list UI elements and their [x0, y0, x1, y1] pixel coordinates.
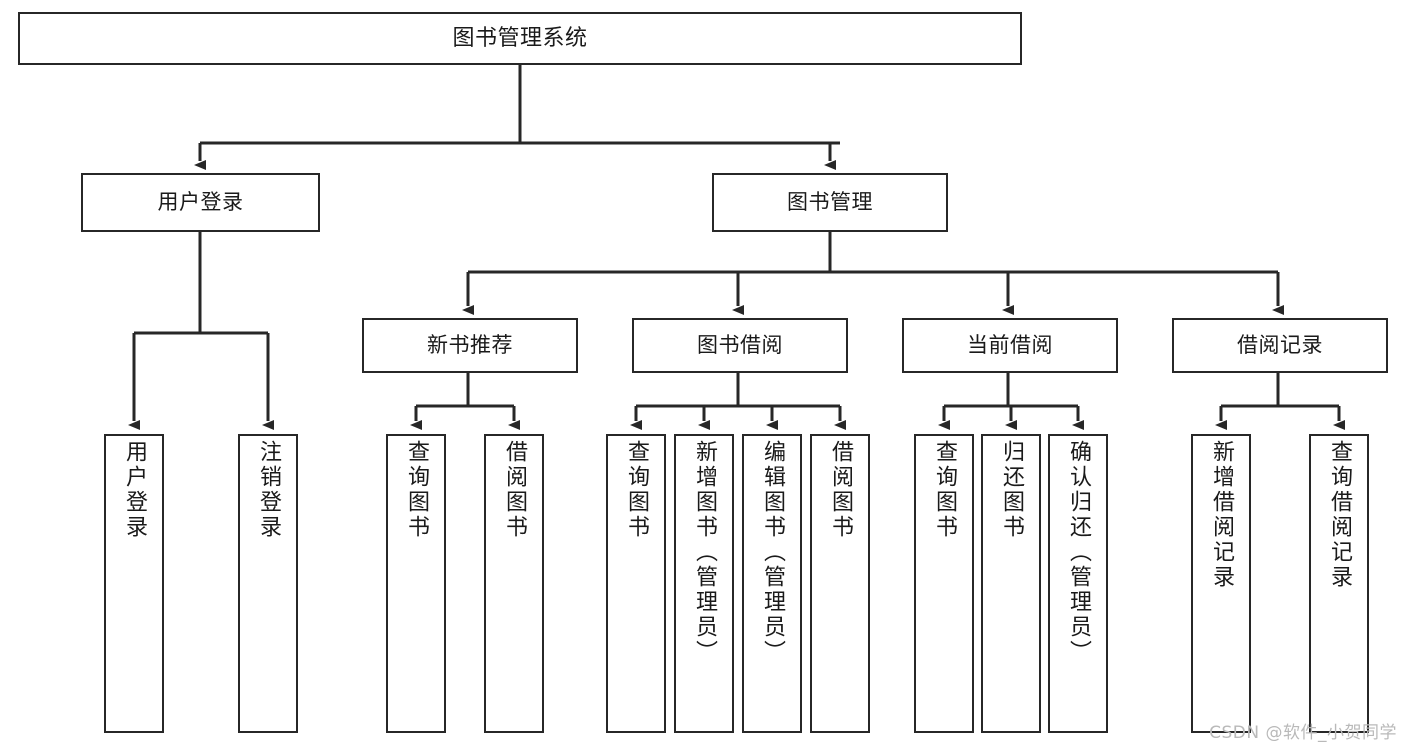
leaf-borrow-query-book[interactable]: 查询图书 [606, 434, 666, 733]
leaf-user-login[interactable]: 用户登录 [104, 434, 164, 733]
node-label: 新书推荐 [427, 333, 513, 358]
node-label: 归还图书 [999, 440, 1024, 540]
node-label: 确认归还（管理员） [1066, 440, 1091, 665]
node-label: 借阅图书 [828, 440, 853, 540]
leaf-recommend-query-book[interactable]: 查询图书 [386, 434, 446, 733]
node-book-management[interactable]: 图书管理 [712, 173, 948, 232]
node-label: 当前借阅 [967, 333, 1053, 358]
node-label: 图书管理 [787, 190, 873, 215]
node-label: 用户登录 [157, 190, 244, 215]
node-label: 注销登录 [256, 440, 281, 540]
leaf-borrow-borrow-book[interactable]: 借阅图书 [810, 434, 870, 733]
node-label: 图书借阅 [697, 333, 783, 358]
leaf-borrow-add-book-admin[interactable]: 新增图书（管理员） [674, 434, 734, 733]
node-root-system[interactable]: 图书管理系统 [18, 12, 1022, 65]
leaf-current-confirm-return-admin[interactable]: 确认归还（管理员） [1048, 434, 1108, 733]
node-label: 新增图书（管理员） [692, 440, 717, 665]
node-new-book-recommend[interactable]: 新书推荐 [362, 318, 578, 373]
node-book-borrow[interactable]: 图书借阅 [632, 318, 848, 373]
node-label: 查询图书 [932, 440, 957, 540]
node-label: 编辑图书（管理员） [760, 440, 785, 665]
leaf-recommend-borrow-book[interactable]: 借阅图书 [484, 434, 544, 733]
node-label: 用户登录 [122, 440, 147, 540]
node-borrow-record[interactable]: 借阅记录 [1172, 318, 1388, 373]
leaf-current-query-book[interactable]: 查询图书 [914, 434, 974, 733]
node-label: 新增借阅记录 [1209, 440, 1234, 590]
node-label: 借阅图书 [502, 440, 527, 540]
leaf-record-query-record[interactable]: 查询借阅记录 [1309, 434, 1369, 733]
node-label: 查询图书 [404, 440, 429, 540]
leaf-borrow-edit-book-admin[interactable]: 编辑图书（管理员） [742, 434, 802, 733]
leaf-user-logout[interactable]: 注销登录 [238, 434, 298, 733]
node-user-login[interactable]: 用户登录 [81, 173, 320, 232]
node-label: 图书管理系统 [452, 25, 588, 51]
leaf-record-add-record[interactable]: 新增借阅记录 [1191, 434, 1251, 733]
leaf-current-return-book[interactable]: 归还图书 [981, 434, 1041, 733]
node-label: 查询图书 [624, 440, 649, 540]
node-current-borrow[interactable]: 当前借阅 [902, 318, 1118, 373]
node-label: 查询借阅记录 [1327, 440, 1352, 590]
node-label: 借阅记录 [1237, 333, 1323, 358]
